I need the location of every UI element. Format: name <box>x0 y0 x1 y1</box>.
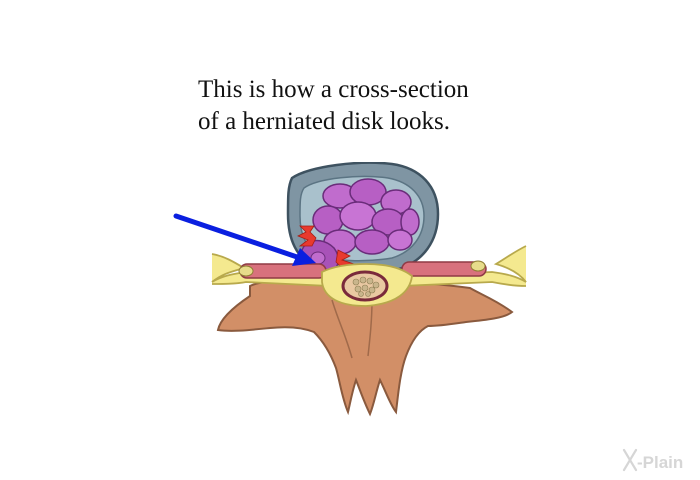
nerve-root-right <box>399 245 527 287</box>
herniated-disk-illustration <box>173 162 527 417</box>
caption-line-2: of a herniated disk looks. <box>198 108 451 135</box>
caption-line-1: This is how a cross-section <box>198 76 469 103</box>
x-plain-logo: -Plain <box>622 448 683 472</box>
x-plain-logo-mark-icon <box>622 448 638 472</box>
pointer-arrow <box>173 213 316 266</box>
caption: This is how a cross-section of a herniat… <box>198 74 558 138</box>
nucleus-pulposus <box>312 178 420 255</box>
svg-text:-Plain: -Plain <box>637 453 683 472</box>
spinal-cord <box>341 270 389 302</box>
